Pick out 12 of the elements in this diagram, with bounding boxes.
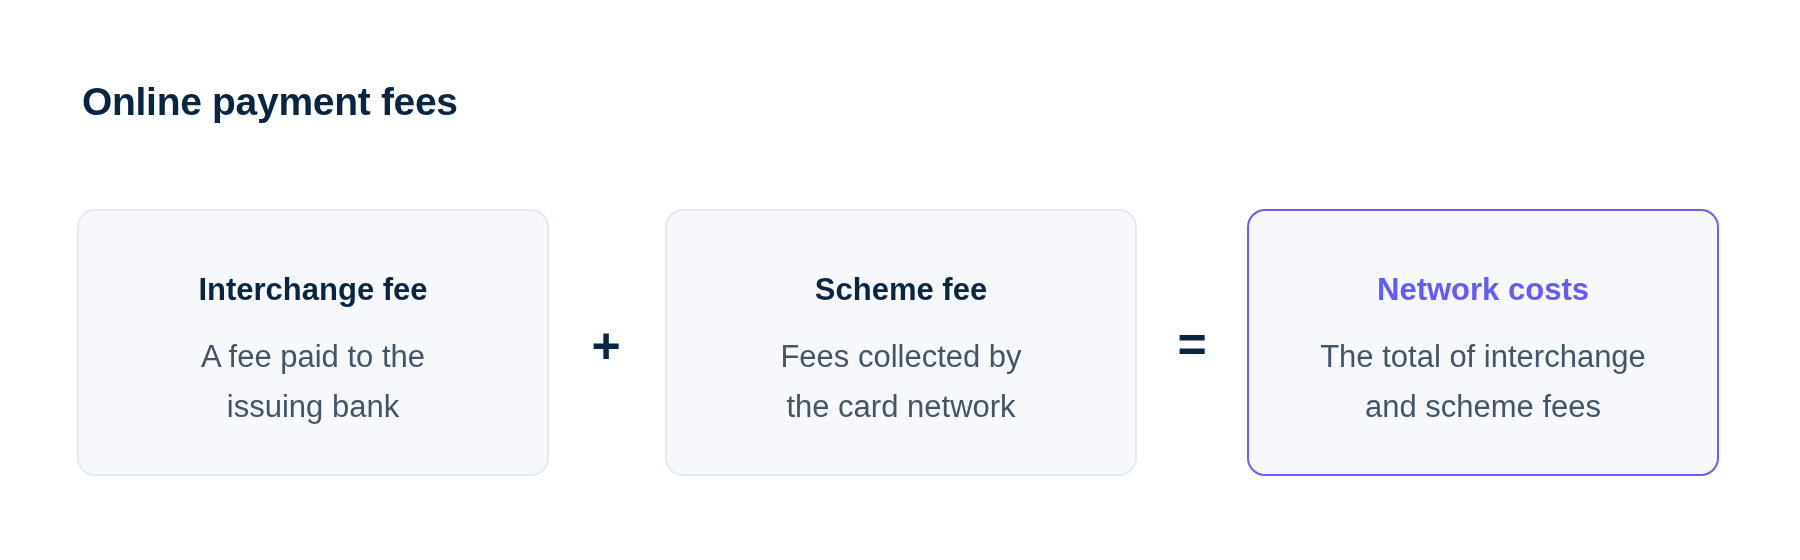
fee-box [77,209,549,476]
diagram-title: Online payment fees [82,80,458,124]
box-heading: Scheme fee [814,270,988,309]
box-description: A fee paid to the issuing bank [199,337,427,426]
plus-operator: + [591,321,621,371]
box-heading: Network costs [1377,270,1589,309]
box-description: The total of interchange and scheme fees [1319,337,1647,426]
box-description: Fees collected by the card network [779,337,1023,426]
box-heading: Interchange fee [198,270,428,309]
result-box [1247,209,1719,476]
equals-operator: = [1177,320,1207,370]
fee-box [665,209,1137,476]
